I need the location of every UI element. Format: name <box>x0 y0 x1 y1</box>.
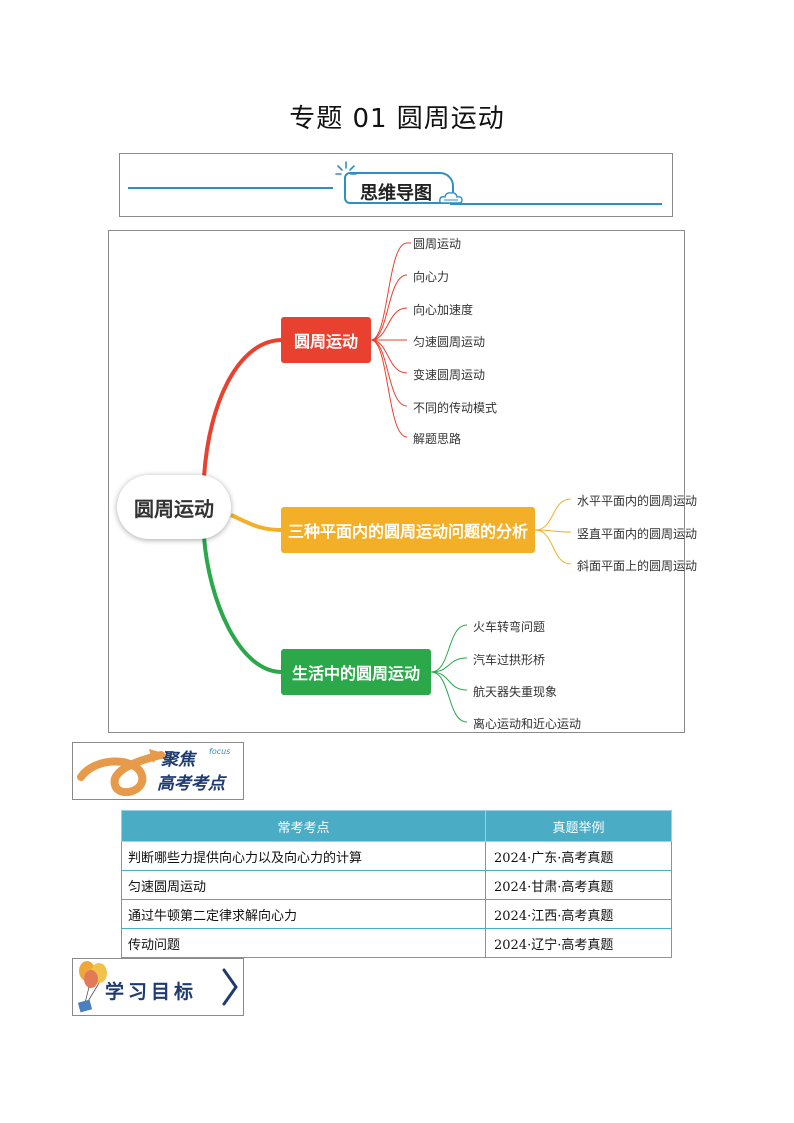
mindmap-banner: 思维导图 <box>119 153 673 217</box>
leaf-node: 解题思路 <box>413 432 462 446</box>
leaf-node: 变速圆周运动 <box>413 368 486 382</box>
sparkle-icon <box>335 161 357 175</box>
table-row: 匀速圆周运动 2024·甘肃·高考真题 <box>121 870 672 900</box>
banner-line-right <box>450 203 662 205</box>
leaf-node: 汽车过拱形桥 <box>473 653 546 667</box>
leaf-node: 斜面平面上的圆周运动 <box>577 559 698 573</box>
swoosh-arrow-icon <box>77 749 165 797</box>
leaf-node: 火车转弯问题 <box>473 620 546 634</box>
table-cell: 通过牛顿第二定律求解向心力 <box>121 899 486 929</box>
table-cell: 2024·江西·高考真题 <box>485 899 672 929</box>
leaf-node: 向心加速度 <box>413 303 474 317</box>
banner-tab <box>344 172 454 204</box>
mind-map: 圆周运动 圆周运动 三种平面内的圆周运动问题的分析 生活中的圆周运动 圆周运动 … <box>108 230 697 733</box>
leaf-node: 竖直平面内的圆周运动 <box>577 527 698 541</box>
table-cell: 2024·辽宁·高考真题 <box>485 928 672 958</box>
cloud-icon <box>439 192 463 204</box>
banner-line-left <box>128 187 333 189</box>
table-row: 判断哪些力提供向心力以及向心力的计算 2024·广东·高考真题 <box>121 841 672 871</box>
table-cell: 判断哪些力提供向心力以及向心力的计算 <box>121 841 486 871</box>
leaf-node: 向心力 <box>413 270 450 284</box>
leaf-node: 离心运动和近心运动 <box>473 717 582 731</box>
mindmap-center-node: 圆周运动 <box>117 475 231 539</box>
leaf-node: 圆周运动 <box>413 237 462 251</box>
table-header-row: 常考考点 真题举例 <box>121 810 672 842</box>
leaf-node: 水平平面内的圆周运动 <box>577 494 698 508</box>
table-row: 传动问题 2024·辽宁·高考真题 <box>121 928 672 958</box>
leaf-node: 航天器失重现象 <box>473 685 558 699</box>
table-header-cell: 真题举例 <box>485 810 672 842</box>
learning-goals-badge: 学习目标 <box>72 958 244 1016</box>
mindmap-connectors <box>202 242 572 723</box>
exam-points-table: 常考考点 真题举例 判断哪些力提供向心力以及向心力的计算 2024·广东·高考真… <box>121 810 672 958</box>
focus-exam-badge: 聚焦 focus 高考考点 <box>72 742 244 800</box>
leaf-node: 匀速圆周运动 <box>413 335 486 349</box>
page-title: 专题 01 圆周运动 <box>289 104 505 134</box>
table-row: 通过牛顿第二定律求解向心力 2024·江西·高考真题 <box>121 899 672 929</box>
table-cell: 匀速圆周运动 <box>121 870 486 900</box>
branch-three-planes: 三种平面内的圆周运动问题的分析 <box>281 507 535 553</box>
balloons-icon <box>77 961 107 1013</box>
table-header-cell: 常考考点 <box>121 810 486 842</box>
learning-goals-label: 学习目标 <box>105 981 198 1003</box>
branch-circular-motion: 圆周运动 <box>281 317 371 363</box>
focus-badge-line1: 聚焦 <box>161 750 195 770</box>
branch-daily-life: 生活中的圆周运动 <box>281 649 431 695</box>
table-cell: 传动问题 <box>121 928 486 958</box>
banner-label: 思维导图 <box>360 183 432 204</box>
table-cell: 2024·甘肃·高考真题 <box>485 870 672 900</box>
table-cell: 2024·广东·高考真题 <box>485 841 672 871</box>
focus-badge-small: focus <box>209 747 231 756</box>
chevron-right-icon <box>222 968 238 1006</box>
leaf-node: 不同的传动模式 <box>413 401 498 415</box>
focus-badge-line2: 高考考点 <box>157 774 225 794</box>
